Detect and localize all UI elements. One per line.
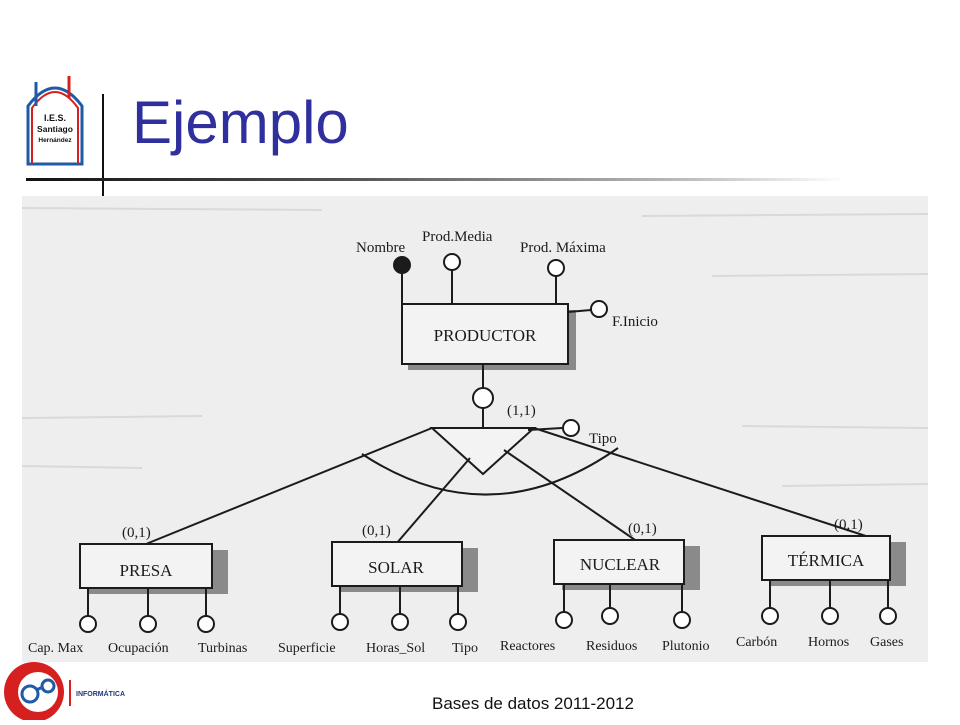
title-vertical-rule [102, 94, 104, 202]
prod-media-attribute [443, 253, 461, 271]
solar-label: SOLAR [368, 558, 424, 577]
school-logo: I.E.S. Santiago Hernández [22, 72, 88, 172]
presa-attr-circle-2 [139, 615, 157, 633]
solar-cardinality: (0,1) [362, 523, 391, 539]
er-diagram: PRODUCTOR Nombre Prod.Media Prod. Máxima… [21, 207, 929, 656]
presa-attr-1: Cap. Max [28, 641, 83, 656]
termica-label: TÉRMICA [788, 551, 865, 570]
termica-cardinality: (0,1) [834, 517, 863, 533]
solar-attr-circle-1 [331, 613, 349, 631]
nuclear-attr-2: Residuos [586, 639, 637, 654]
solar-attr-2: Horas_Sol [366, 641, 425, 656]
slide-footer: Bases de datos 2011-2012 [432, 694, 634, 713]
nombre-key-attribute [393, 256, 411, 274]
department-logo: INFORMÁTICA [0, 656, 130, 722]
solar-attr-circle-2 [391, 613, 409, 631]
nuclear-entity [553, 539, 685, 585]
nuclear-attr-circle-1 [555, 611, 573, 629]
productor-entity [401, 303, 569, 365]
hierarchy-arc [361, 447, 619, 496]
attr-prod-maxima: Prod. Máxima [520, 240, 606, 256]
tipo-discriminator-attribute [562, 419, 580, 437]
hierarchy-cardinality: (1,1) [507, 403, 536, 419]
nuclear-cardinality: (0,1) [628, 521, 657, 537]
solar-attr-circle-3 [449, 613, 467, 631]
discriminator-label: Tipo [589, 431, 617, 447]
productor-label: PRODUCTOR [434, 326, 537, 345]
logo-line-3: Hernández [38, 137, 72, 144]
presa-label: PRESA [120, 561, 174, 580]
presa-attr-circle-3 [197, 615, 215, 633]
presa-cardinality: (0,1) [122, 525, 151, 541]
logo-line-1: I.E.S. [44, 113, 66, 123]
nuclear-attr-circle-2 [601, 607, 619, 625]
attr-nombre: Nombre [356, 240, 405, 256]
isa-triangle [429, 427, 537, 476]
termica-entity [761, 535, 891, 581]
attr-prod-media: Prod.Media [422, 229, 493, 245]
attr-f-inicio: F.Inicio [612, 314, 658, 330]
nuclear-attr-circle-3 [673, 611, 691, 629]
termica-attr-circle-2 [821, 607, 839, 625]
department-label: INFORMÁTICA [76, 689, 125, 698]
solar-attr-3: Tipo [452, 641, 478, 656]
scan-texture [21, 207, 929, 487]
presa-attr-3: Turbinas [198, 641, 247, 656]
termica-attr-1: Carbón [736, 635, 777, 650]
nuclear-label: NUCLEAR [580, 555, 661, 574]
termica-attr-circle-3 [879, 607, 897, 625]
hierarchy-circle [472, 387, 494, 409]
er-diagram-figure: PRODUCTOR Nombre Prod.Media Prod. Máxima… [21, 196, 929, 662]
solar-entity [331, 541, 463, 587]
termica-attr-2: Hornos [808, 635, 849, 650]
termica-attr-circle-1 [761, 607, 779, 625]
slide-title: Ejemplo [132, 89, 349, 156]
f-inicio-attribute [590, 300, 608, 318]
nuclear-attr-1: Reactores [500, 639, 555, 654]
solar-attr-1: Superficie [278, 641, 336, 656]
termica-attr-3: Gases [870, 635, 903, 650]
presa-entity [79, 543, 213, 589]
logo-line-2: Santiago [37, 124, 73, 134]
presa-attr-2: Ocupación [108, 641, 169, 656]
presa-attr-circle-1 [79, 615, 97, 633]
nuclear-attr-3: Plutonio [662, 639, 709, 654]
title-horizontal-rule [26, 178, 846, 181]
prod-maxima-attribute [547, 259, 565, 277]
